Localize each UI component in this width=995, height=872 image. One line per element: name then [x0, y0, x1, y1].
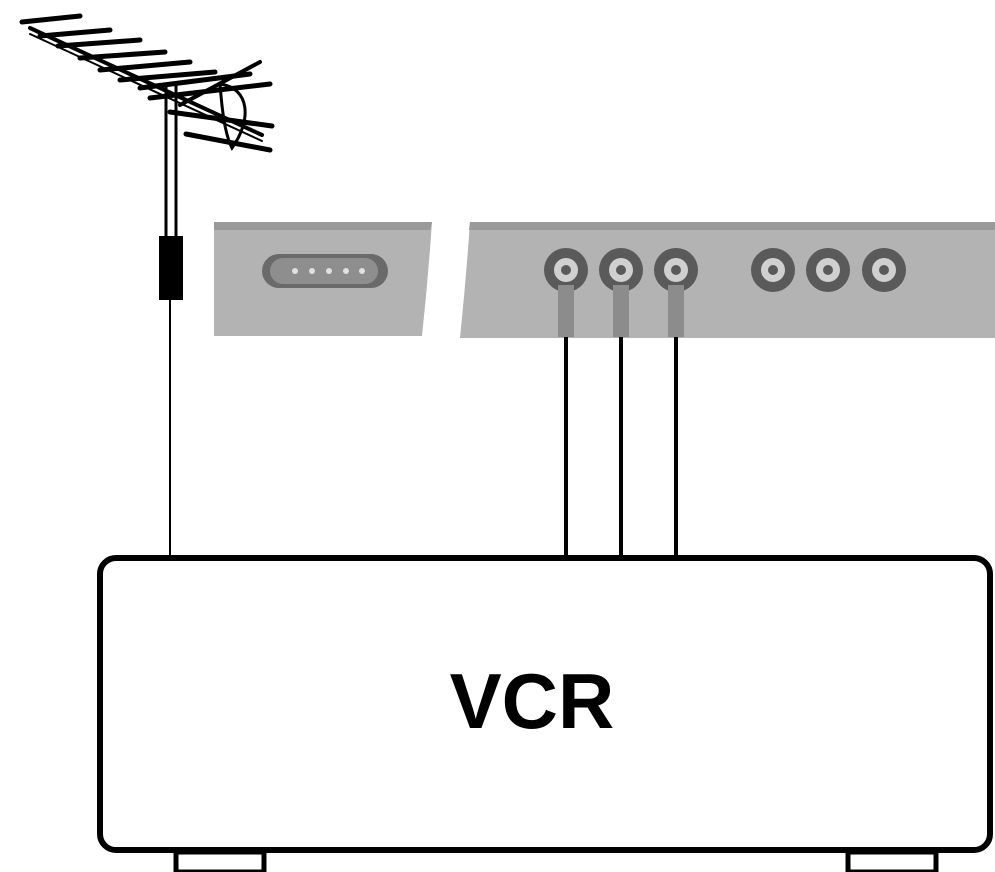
vcr-foot-left: [173, 849, 267, 872]
av-jack-icon: [599, 248, 643, 292]
av-jack-group-output: [751, 248, 906, 292]
av-jack-icon: [544, 248, 588, 292]
av-jack-icon: [654, 248, 698, 292]
rf-connector-icon: [262, 254, 388, 288]
av-jack-icon: [862, 248, 906, 292]
vcr-unit: VCR: [97, 555, 993, 872]
vcr-label: VCR: [450, 657, 615, 745]
coax-plug-icon: [159, 236, 183, 300]
vcr-foot-right: [845, 849, 939, 872]
antenna-icon: [19, 13, 275, 240]
av-jack-icon: [751, 248, 795, 292]
tv-rear-panel-right: [460, 222, 995, 338]
av-jack-group-input: [544, 248, 698, 337]
av-jack-icon: [806, 248, 850, 292]
av-cables: [564, 337, 678, 560]
